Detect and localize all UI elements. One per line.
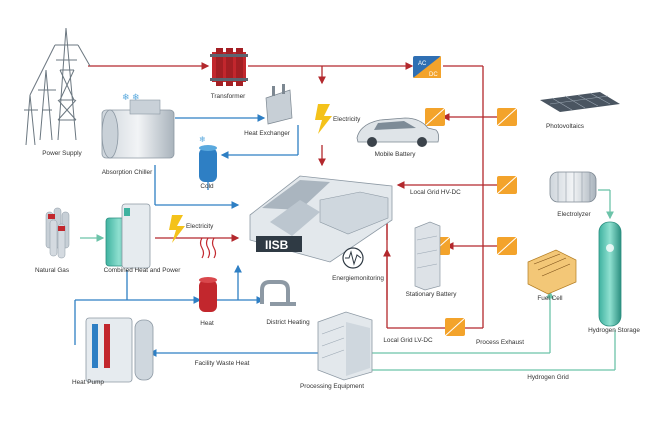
local-grid-hv-dc-label: Local Grid HV-DC [410,189,461,196]
mobile-battery-label: Mobile Battery [374,151,416,158]
fuel-cell-label: Fuel Cell [537,295,563,302]
energiemonitoring-label: Energiemonitoring [332,275,384,282]
heat-pump-label: Heat Pump [72,379,104,386]
heat-exchanger-label: Heat Exchanger [244,130,290,137]
district-heating-icon [260,280,296,306]
fuel-cell-icon [527,249,577,295]
stationary-battery-icon [414,221,441,291]
dc-dc-converters [424,107,518,337]
hydrogen-storage-label: Hydrogen Storage [588,327,640,334]
cold-label: Cold [200,183,214,190]
local-grid-lv-dc-label: Local Grid LV-DC [383,337,433,344]
dc-dc-converter-mobile-icon [424,107,446,127]
heat-label: Heat [200,320,214,327]
svg-text:❄: ❄ [199,135,206,144]
absorption-chiller-icon: ❄ ❄ [101,92,175,159]
natural-gas-icon [45,207,70,259]
electricity-mid-label: Electricity [186,223,214,230]
natural-gas-label: Natural Gas [34,267,70,274]
lightning-icons [169,104,332,243]
heat-exchanger-icon [265,84,293,125]
dc-dc-converter-electrolyzer-icon [496,175,518,195]
hydrogen-storage-icon [598,221,622,327]
energiemonitoring-icon [342,247,364,269]
photovoltaics-icon [540,92,620,112]
power-supply-label: Power Supply [42,150,82,157]
chp-unit-icon [105,203,151,269]
hydrogen-flows [80,189,616,374]
heat-tank-icon [199,237,217,312]
lightning-icon-mid [169,215,185,243]
processing-equipment-icon [317,311,373,381]
photovoltaics-label: Photovoltaics [545,123,585,130]
converter-dc-text: DC [429,72,438,78]
electrolyzer-label: Electrolyzer [557,211,591,218]
combined-heat-power-label: Combined Heat and Power [103,267,181,274]
processing-equipment-label: Processing Equipment [300,383,364,390]
converter-ac-text: AC [418,61,427,67]
thermal-flows [74,114,318,357]
car-icon [356,117,440,147]
electrolyzer-icon [549,171,597,203]
heat-pump-icon [85,317,154,383]
lightning-icon-top [315,104,332,134]
cold-tank-icon: ❄ [199,135,217,182]
absorption-chiller-label: Absorption Chiller [101,169,153,176]
facility-waste-heat-label: Facility Waste Heat [194,360,250,367]
dc-dc-converter-fuelcell-icon [496,236,518,256]
process-exhaust-label: Process Exhaust [476,339,524,346]
iisb-building: IISB [249,175,393,263]
dc-dc-converter-lv-icon [444,317,466,337]
transformer-label: Transformer [210,93,246,100]
building-sign-text: IISB [265,238,289,252]
hydrogen-grid-label: Hydrogen Grid [527,374,569,381]
electricity-top-label: Electricity [333,116,361,123]
dc-dc-converter-pv-icon [496,107,518,127]
stationary-battery-label: Stationary Battery [405,291,457,298]
district-heating-label: District Heating [266,319,310,326]
power-pylon-icon [24,27,91,146]
ac-dc-converter-icon: AC DC [413,56,441,78]
svg-text:❄ ❄: ❄ ❄ [122,92,140,102]
transformer-icon [210,48,248,86]
